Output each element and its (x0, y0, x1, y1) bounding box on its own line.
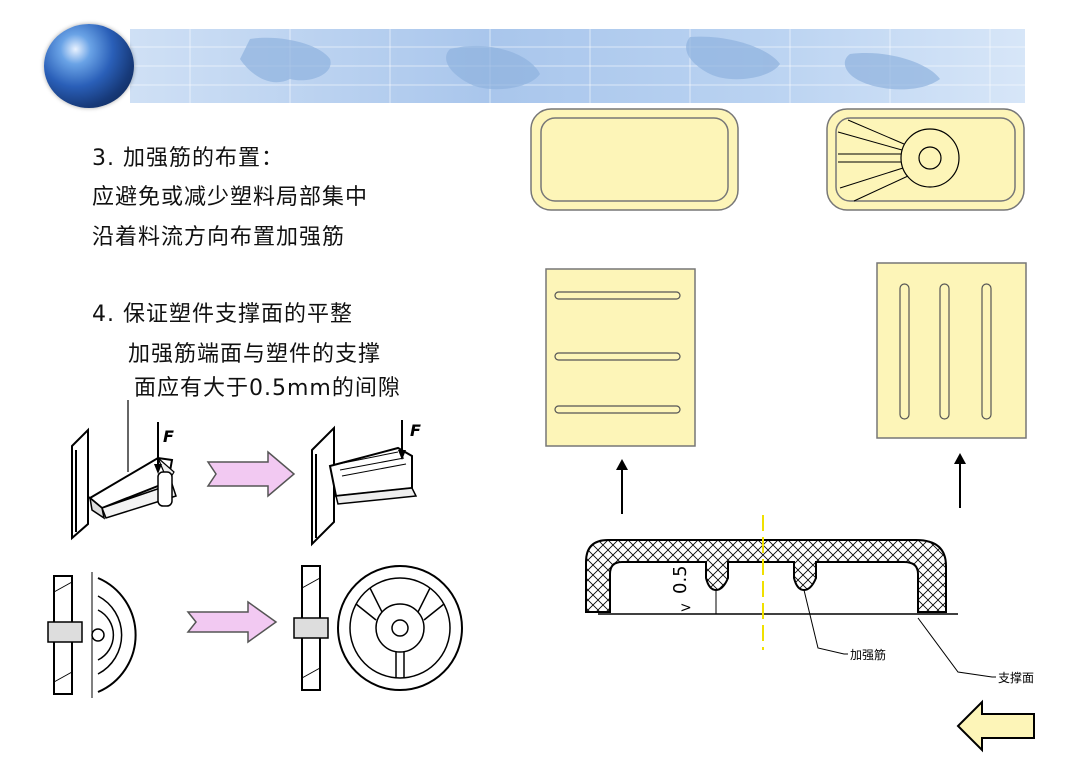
section3-heading: 3. 加强筋的布置： (92, 146, 284, 171)
rib-label: 加强筋 (850, 647, 886, 662)
back-arrow-button[interactable] (956, 699, 1036, 753)
boss-rib-tray-figure (826, 108, 1025, 211)
up-arrow-left (616, 459, 628, 514)
globe-icon (44, 24, 134, 108)
svg-text:F: F (410, 421, 421, 440)
support-surface-label: 支撑面 (998, 670, 1034, 685)
header-banner (130, 29, 1025, 103)
section4-line2: 面应有大于0.5mm的间隙 (134, 376, 401, 401)
left-arrow-icon (956, 699, 1035, 753)
vertical-rib-panel-figure (876, 262, 1027, 439)
wheel-comparison-figure (47, 565, 463, 698)
section4-line1: 加强筋端面与塑件的支撑 (128, 342, 382, 367)
section4-heading: 4. 保证塑件支撑面的平整 (92, 302, 353, 327)
plain-tray-figure (530, 108, 739, 211)
horizontal-rib-panel-figure (545, 268, 696, 447)
bracket-comparison-figure: F F (71, 400, 421, 547)
force-label: F (163, 427, 174, 446)
dimension-label: 0.5 (670, 565, 691, 594)
world-map-pattern (130, 29, 1025, 103)
section3-line2: 沿着料流方向布置加强筋 (92, 225, 346, 250)
section3-line1: 应避免或减少塑料局部集中 (92, 185, 369, 210)
svg-text:>: > (680, 600, 692, 616)
cross-section-figure: 0.5 > 加强筋 支撑面 (585, 515, 1034, 685)
up-arrow-right (954, 453, 966, 508)
